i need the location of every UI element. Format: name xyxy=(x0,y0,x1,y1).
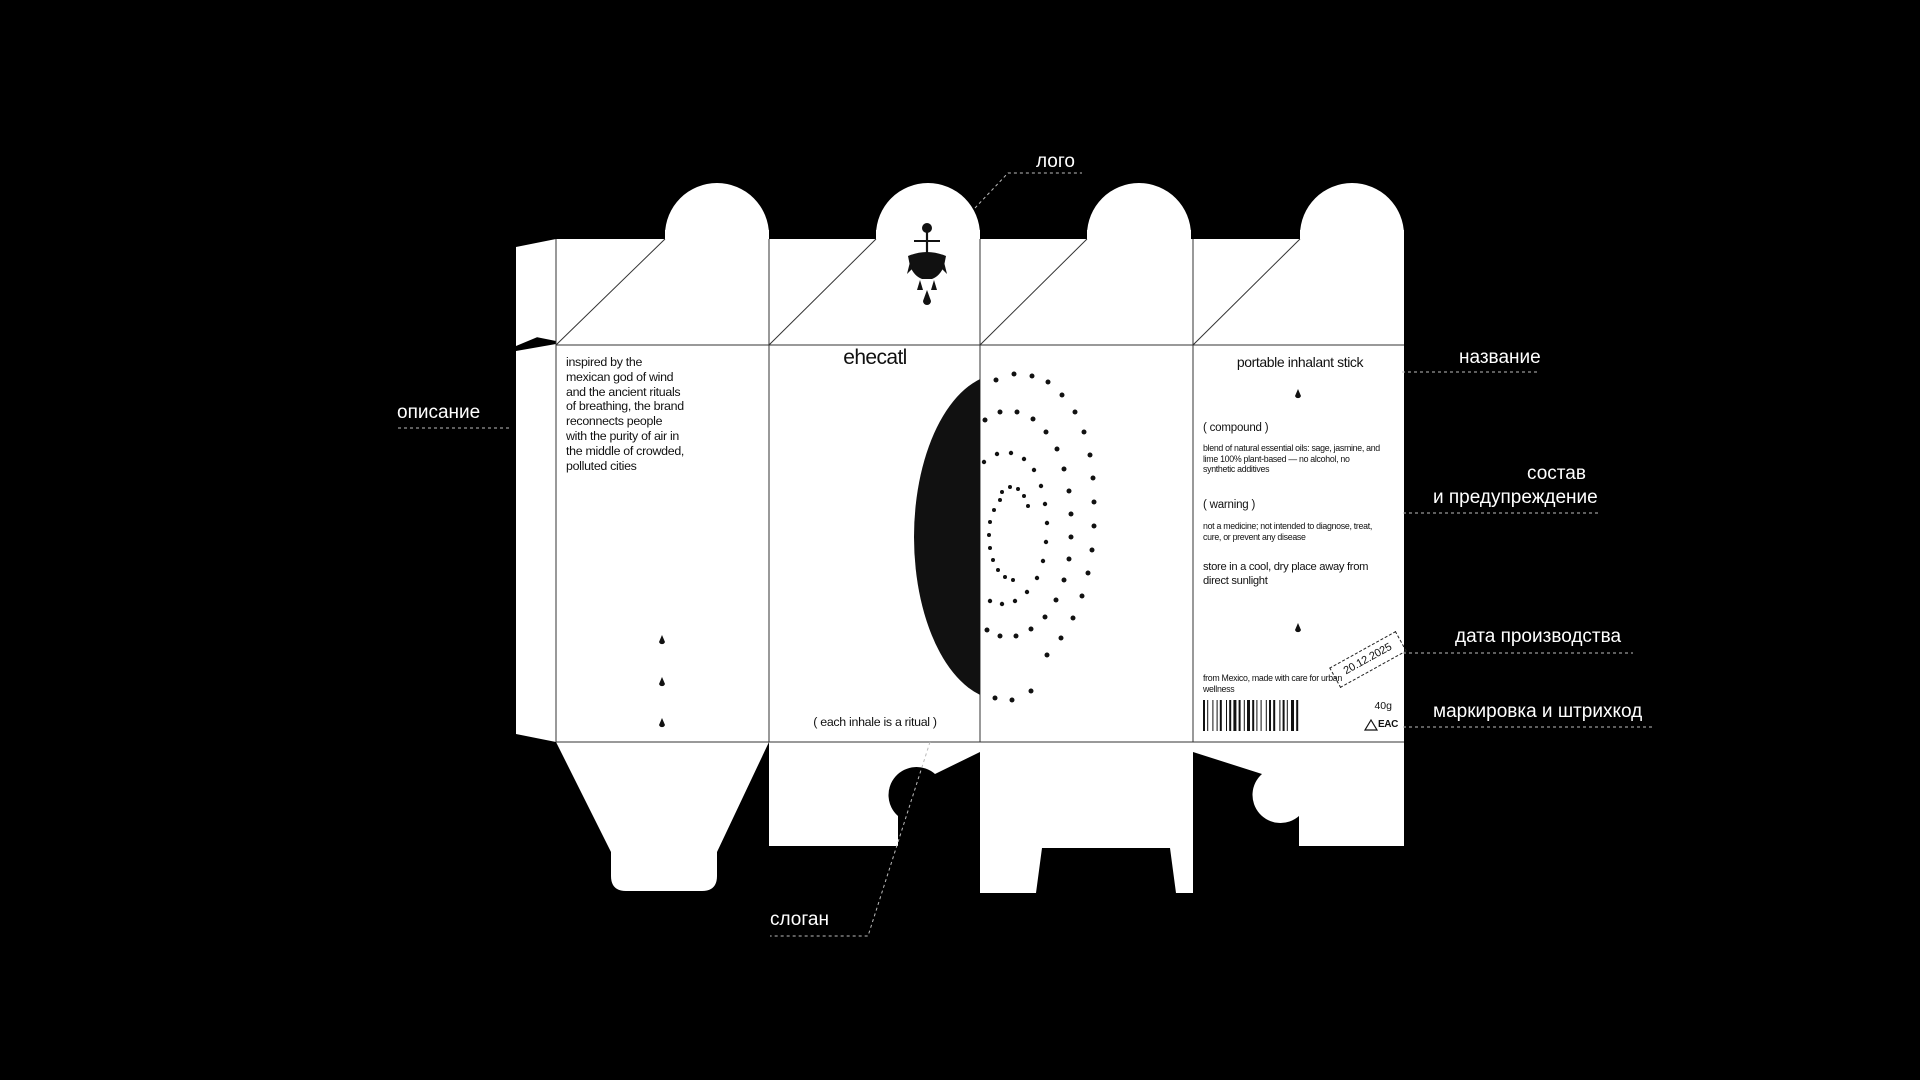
brand-name: ehecatl xyxy=(843,346,907,369)
storage-text: store in a cool, dry place away from dir… xyxy=(1203,561,1369,587)
barcode-bar xyxy=(1260,700,1262,731)
warning-text: not a medicine; not intended to diagnose… xyxy=(1203,521,1372,542)
barcode-bar xyxy=(1296,700,1299,731)
warning-label: ( warning ) xyxy=(1203,499,1256,511)
barcode-icon xyxy=(1203,700,1299,731)
logo-figure-icon xyxy=(907,223,947,305)
bottom-flaps xyxy=(556,742,1404,893)
barcode-bar xyxy=(1265,700,1267,731)
panel-back xyxy=(1193,345,1404,742)
compound-text: blend of natural essential oils: sage, j… xyxy=(1203,443,1380,475)
callout-name: название xyxy=(1459,347,1541,368)
barcode-bar xyxy=(1273,700,1276,731)
barcode-bar xyxy=(1247,700,1250,731)
barcode-bar xyxy=(1229,700,1232,731)
barcode-bar xyxy=(1207,700,1209,731)
droplet-icon xyxy=(1295,389,1301,399)
barcode-bar xyxy=(1256,700,1258,731)
brand-description: inspired by the mexican god of wind and … xyxy=(566,355,685,473)
glue-flap xyxy=(516,239,556,346)
barcode-bar xyxy=(1279,700,1281,731)
callout-description: описание xyxy=(397,402,481,423)
fold-lines xyxy=(555,238,1404,743)
panel-side-right xyxy=(980,345,1193,742)
barcode-bar xyxy=(1291,700,1294,731)
droplet-icon xyxy=(1295,623,1301,633)
callout-logo: лого xyxy=(1036,151,1075,172)
front-ellipse xyxy=(914,379,980,695)
certification-mark: EAC xyxy=(1378,719,1398,730)
barcode-bar xyxy=(1226,700,1227,731)
spiral-dots-icon xyxy=(981,371,1097,703)
barcode-bar xyxy=(1269,700,1271,731)
barcode-bar xyxy=(1286,700,1288,731)
glue-flap-lower xyxy=(516,344,556,742)
barcode-bar xyxy=(1212,700,1214,731)
barcode-bar xyxy=(1238,700,1241,731)
origin-text: from Mexico, made with care for urban we… xyxy=(1203,673,1342,694)
barcode-bar xyxy=(1219,700,1222,731)
brand-slogan: ( each inhale is a ritual ) xyxy=(813,715,937,729)
barcode-bar xyxy=(1233,700,1237,731)
droplet-icon xyxy=(659,635,665,645)
callout-marking: маркировка и штрихкод xyxy=(1433,701,1643,722)
callout-composition-line1: состав xyxy=(1527,463,1586,484)
net-weight: 40g xyxy=(1374,700,1392,712)
callout-leaders xyxy=(398,172,1653,937)
droplet-icon xyxy=(659,677,665,687)
callout-slogan: слоган xyxy=(770,909,829,930)
barcode-bar xyxy=(1216,700,1218,731)
barcode-bar xyxy=(1282,700,1285,731)
barcode-bar xyxy=(1243,700,1245,731)
product-name: portable inhalant stick xyxy=(1236,354,1364,370)
compound-label: ( compound ) xyxy=(1203,422,1269,434)
panel-side-left xyxy=(556,345,769,742)
callout-composition-line2: и предупреждение xyxy=(1433,487,1598,508)
barcode-bar xyxy=(1203,700,1205,731)
barcode-bar xyxy=(1252,700,1255,731)
callout-production-date: дата производства xyxy=(1455,626,1622,647)
droplet-icon xyxy=(659,718,665,728)
warning-triangle-icon xyxy=(1363,718,1379,731)
